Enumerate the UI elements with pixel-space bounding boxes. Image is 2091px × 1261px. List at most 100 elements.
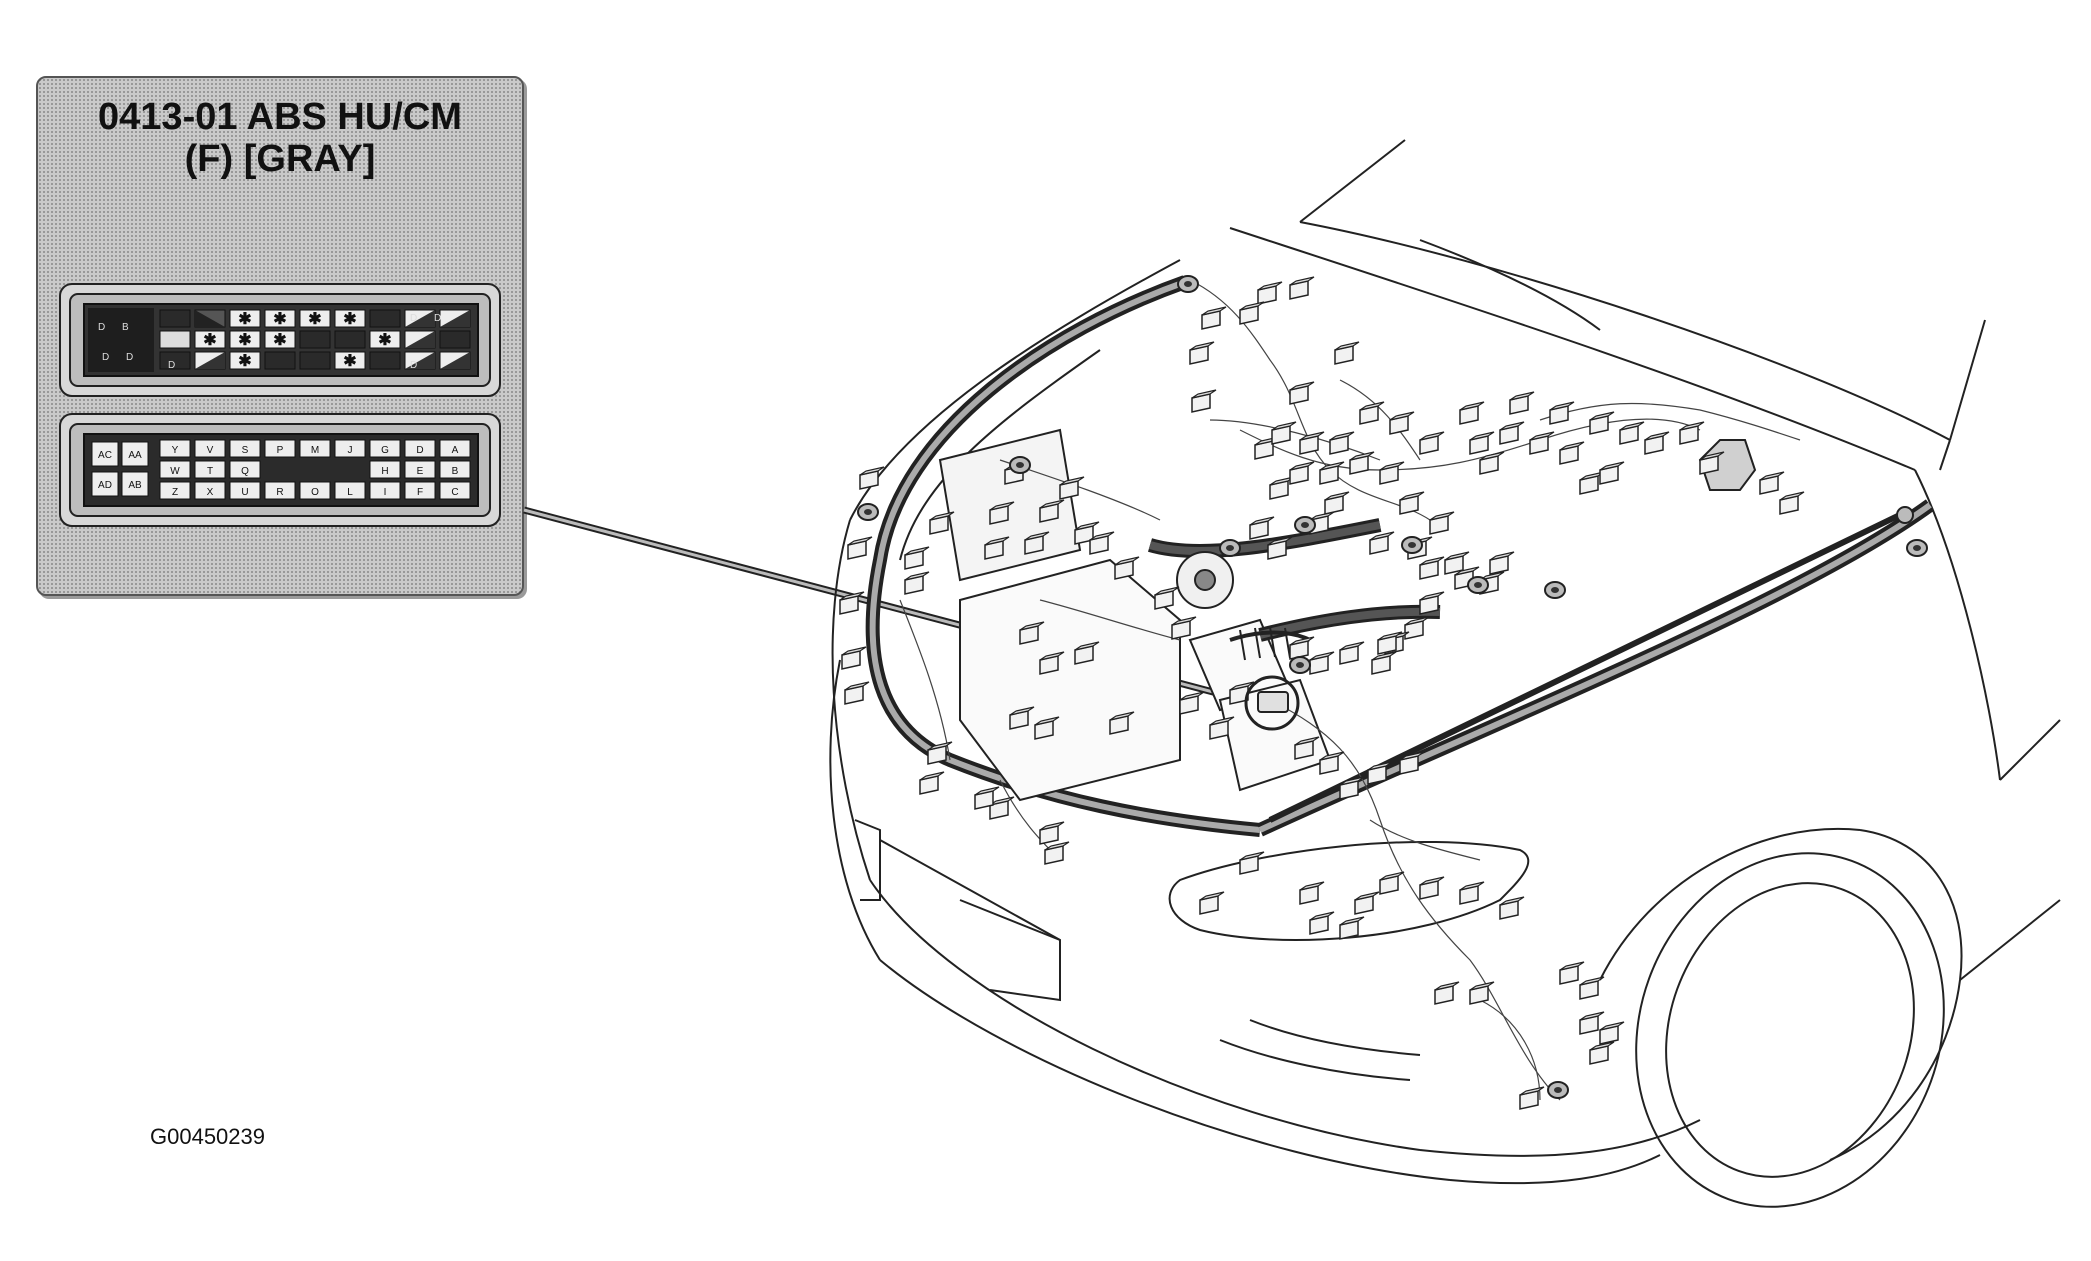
upper-pin [404,309,436,328]
harness-connector-icon [1039,651,1065,675]
upper-pin [159,330,191,349]
upper-pin: ✱ [229,330,261,349]
harness-connector-icon [1289,636,1315,660]
lower-pin-label: D [416,445,423,456]
harness-connector-icon [1559,961,1585,985]
harness-connector-icon [1034,716,1060,740]
lower-pin: B [439,460,471,479]
lower-pin: H [369,460,401,479]
svg-text:✱: ✱ [273,332,286,349]
harness-connector-icon [1199,891,1225,915]
harness-connector-icon [844,681,870,705]
grommet-icon [1294,516,1316,534]
svg-text:✱: ✱ [343,311,356,328]
harness-connector-icon [1479,451,1505,475]
harness-connector-icon [1039,499,1065,523]
upper-connector-icon: D B D D ✱✱✱✱✱✱✱✱✱✱ D D D D [59,283,501,397]
harness-connector-icon [1404,616,1430,640]
lower-pin-label: P [277,445,284,456]
upper-pin: ✱ [299,309,331,328]
harness-connector-icon [1289,461,1315,485]
upper-pin: ✱ [229,309,261,328]
harness-connector-icon [1171,616,1197,640]
lower-pin-label: U [241,487,248,498]
upper-pin [369,309,401,328]
harness-connector-icon [989,796,1015,820]
harness-connector-icon [1529,431,1555,455]
lower-pin: A [439,439,471,458]
svg-text:✱: ✱ [343,353,356,370]
lower-pin-label: W [170,466,180,477]
lower-pin-label: M [311,445,319,456]
lower-pin-label: R [276,487,283,498]
upper-pin: ✱ [229,351,261,370]
svg-text:✱: ✱ [203,332,216,349]
lower-pin: Z [159,481,191,500]
lower-pin-label: T [207,466,213,477]
harness-connector-icon [1699,451,1725,475]
lower-pin-label: Y [172,445,179,456]
svg-text:✱: ✱ [238,311,251,328]
harness-connector-icon [1339,916,1365,940]
upper-pin [159,309,191,328]
harness-connector-icon [1379,461,1405,485]
harness-connector-icon [1419,556,1445,580]
harness-connector-icon [1179,691,1205,715]
harness-connector-icon [1289,381,1315,405]
harness-connector-icon [1509,391,1535,415]
harness-connector-icon [989,501,1015,525]
harness-connector-icon [1469,431,1495,455]
upper-pin [334,330,366,349]
harness-connector-icon [1419,431,1445,455]
grommet-icon [1009,456,1031,474]
harness-connector-icon [904,571,930,595]
svg-text:✱: ✱ [308,311,321,328]
harness-connector-icon [1201,306,1227,330]
lower-pin: J [334,439,366,458]
harness-connector-icon [904,546,930,570]
harness-connector-icon [1434,981,1460,1005]
upper-pin-label: B [122,322,129,333]
lower-pin-label: B [452,466,459,477]
lower-pin: Q [229,460,261,479]
wiring-harness [899,279,1801,1101]
lower-pin: Y [159,439,191,458]
grommet-icon [1547,1081,1569,1099]
harness-connector-icon [919,771,945,795]
upper-pin [299,351,331,370]
lower-pin: C [439,481,471,500]
upper-pin [194,309,226,328]
harness-connector-icon [1324,491,1350,515]
harness-connector-icon [1319,461,1345,485]
lower-pin-label: Q [241,466,249,477]
lower-pin: L [334,481,366,500]
harness-connector-icon [1309,651,1335,675]
upper-pin [369,351,401,370]
harness-connector-icon [1679,421,1705,445]
lower-pin-label: V [207,445,214,456]
grommets [857,275,1928,1099]
harness-connector-icon [1114,556,1140,580]
grommet-icon [1544,581,1566,599]
upper-pin [264,351,296,370]
lower-pin: T [194,460,226,479]
svg-text:✱: ✱ [378,332,391,349]
harness-connector-icon [1589,411,1615,435]
upper-pin [439,330,471,349]
lower-pin: S [229,439,261,458]
harness-connector-icon [1459,881,1485,905]
harness-connector-icon [1377,631,1403,655]
harness-connector-icon [1619,421,1645,445]
svg-text:✱: ✱ [238,332,251,349]
grommet-icon [1401,536,1423,554]
harness-connector-icon [1319,751,1345,775]
harness-connector-icon [1334,341,1360,365]
upper-pin: ✱ [334,351,366,370]
lower-pin-label: O [311,487,319,498]
upper-pin [404,330,436,349]
lower-left-pin: AD [91,471,119,497]
